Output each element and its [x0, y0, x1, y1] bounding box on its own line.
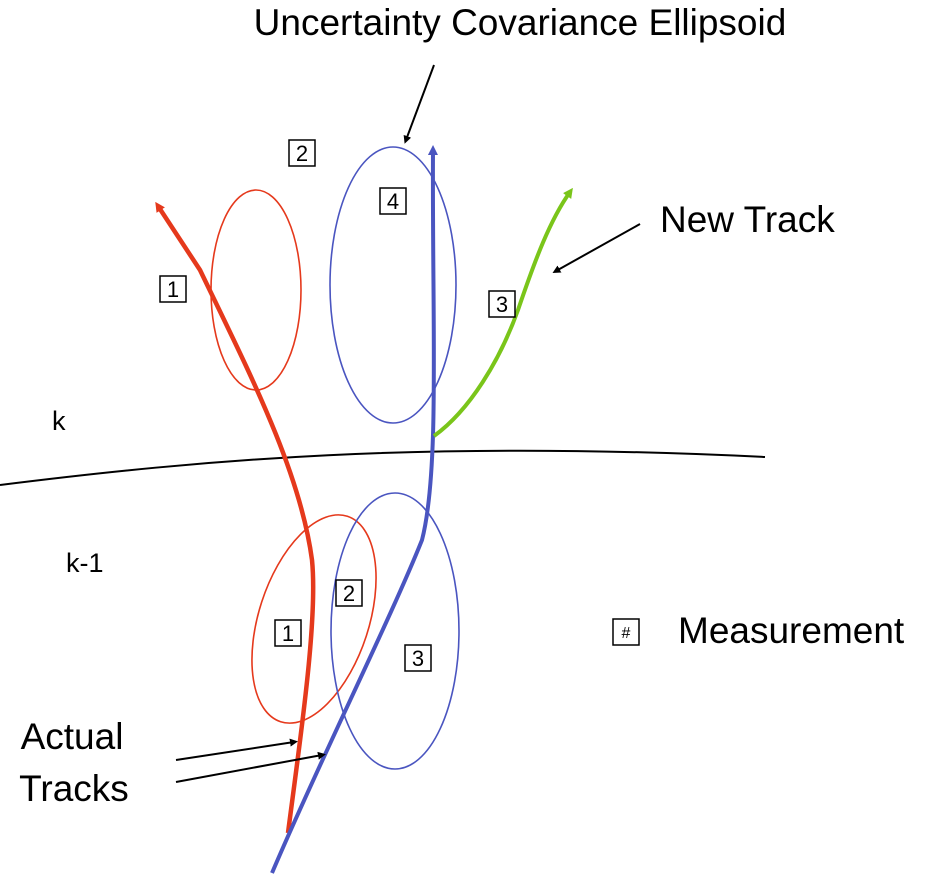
legend-text: Measurement — [678, 610, 905, 651]
ellipse-red-k-minus-1 — [251, 514, 377, 724]
measurement-number: 4 — [387, 189, 399, 214]
actual-tracks-label-line2: Tracks — [19, 768, 129, 809]
measurement-number: 1 — [167, 277, 179, 302]
measurement-box: 2 — [335, 579, 363, 607]
green-new-track — [432, 187, 573, 438]
measurement-box: 4 — [379, 187, 407, 215]
measurement-number: 3 — [412, 646, 424, 671]
title-callout-arrow — [403, 64, 435, 144]
scan-k-minus-1-label: k-1 — [66, 548, 104, 578]
actual-tracks-arrow-red — [175, 738, 298, 761]
measurement-box: 1 — [159, 275, 187, 303]
measurement-number: 2 — [343, 581, 355, 606]
measurement-box: 3 — [404, 644, 432, 672]
actual-tracks-label-line1: Actual — [21, 716, 124, 757]
ellipse-blue-k — [329, 146, 457, 424]
scan-k-label: k — [52, 406, 66, 436]
blue-track — [270, 145, 438, 874]
scan-boundary-line — [0, 449, 766, 486]
measurement-number: 3 — [496, 292, 508, 317]
measurement-number: 1 — [282, 621, 294, 646]
ellipse-blue-k-minus-1 — [330, 492, 460, 770]
red-track — [155, 201, 316, 834]
legend-measurement-box — [612, 618, 640, 646]
legend: # Measurement — [612, 610, 905, 651]
actual-tracks-arrow-blue — [175, 751, 326, 783]
measurement-box: 1 — [274, 619, 302, 647]
ellipse-red-k — [210, 189, 302, 391]
measurement-box: 2 — [288, 139, 316, 167]
new-track-label: New Track — [660, 199, 835, 240]
measurement-number: 2 — [296, 141, 308, 166]
new-track-callout-arrow — [552, 223, 641, 273]
legend-symbol: # — [622, 625, 631, 642]
diagram-title: Uncertainty Covariance Ellipsoid — [254, 2, 787, 43]
measurement-box: 3 — [488, 290, 516, 318]
